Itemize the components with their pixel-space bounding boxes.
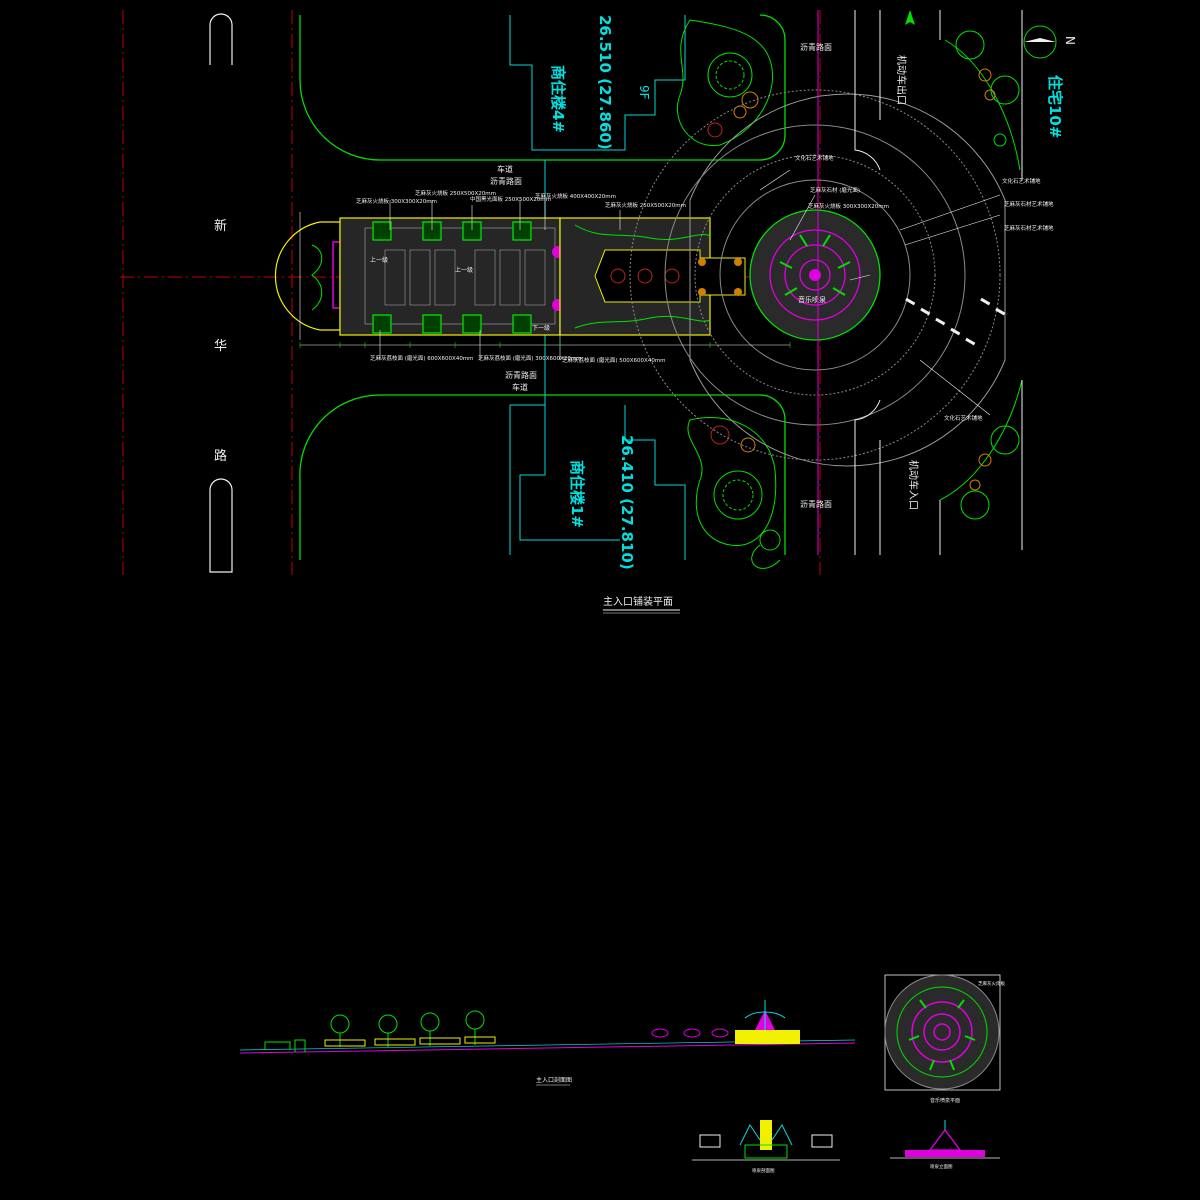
section-fountain — [735, 1000, 800, 1044]
lane-bottom-2: 车道 — [512, 382, 528, 392]
planter-boxes — [372, 221, 532, 334]
callout-top-4: 芝麻灰火烧板 400X400X20mm — [535, 192, 616, 200]
road-median-islands — [209, 13, 233, 573]
callouts-top-right: 文化石艺术铺地 芝麻灰石材 (磨光面) 芝麻灰火烧板 300X300X20mm — [795, 154, 889, 210]
exit-label: 机动车出口 — [895, 55, 908, 105]
entrance-section: 主入口剖面图 — [239, 1000, 856, 1086]
curb-lines — [299, 14, 786, 560]
building-top-floors: 9F — [637, 85, 651, 100]
callout-top-right-1: 文化石艺术铺地 — [795, 154, 834, 162]
main-entrance-plan: 新 华 路 26.510 (27.860) 商住楼4# 9F 26.410 (2… — [120, 10, 1077, 614]
building-top-labels: 26.510 (27.860) 商住楼4# 9F — [549, 15, 651, 150]
circular-plaza: 音乐喷泉 — [629, 10, 1006, 555]
entry-label: 机动车入口 — [907, 460, 920, 510]
callout-right-1: 文化石艺术铺地 — [1002, 177, 1041, 185]
callout-top-right-3: 芝麻灰火烧板 300X300X20mm — [808, 202, 889, 210]
lane-bottom-1: 沥青路面 — [505, 370, 537, 380]
fountain-detail-plan: 芝麻灰火烧板 音乐喷泉平面 — [884, 974, 1005, 1104]
right-landscape — [939, 10, 1023, 550]
building-top-name: 商住楼4# — [549, 65, 567, 133]
section-title: 主入口剖面图 — [536, 1076, 572, 1084]
step-label-3: 下一级 — [532, 324, 550, 332]
road-section-bottom: 沥青路面 — [800, 499, 832, 509]
callout-top-3: 中国黑光面板 250X500X20mm — [470, 195, 551, 203]
plan-title: 主入口铺装平面 — [603, 595, 673, 608]
road-label-char-3: 路 — [214, 448, 227, 464]
callout-top-1: 芝麻灰火烧板 300X300X20mm — [356, 197, 437, 205]
road-section-top: 沥青路面 — [800, 42, 832, 52]
fountain-label: 音乐喷泉 — [798, 295, 826, 304]
callout-top-2: 芝麻灰火烧板 250X500X20mm — [415, 189, 496, 197]
callout-bottom-3: 芝麻灰荔枝面 (磨光面) 500X600X40mm — [562, 356, 666, 364]
fountain-detail-section-b: 喷泉立面图 — [890, 1120, 1000, 1170]
direction-marker-icon — [905, 10, 915, 25]
callout-bottom-1: 芝麻灰荔枝面 (磨光面) 600X600X40mm — [370, 354, 474, 362]
callouts-bottom: 芝麻灰荔枝面 (磨光面) 600X600X40mm 芝麻灰荔枝面 (磨光面) 3… — [370, 354, 666, 364]
callout-bottom-2: 芝麻灰荔枝面 (磨光面) 300X600X20mm — [478, 354, 582, 362]
callout-top-5: 芝麻灰火烧板 250X500X20mm — [605, 201, 686, 209]
callout-right-2: 芝麻灰石材艺术铺地 — [1004, 200, 1054, 208]
fountain-detail-section-a: 喷泉剖面图 — [692, 1120, 840, 1174]
building-bottom-labels: 26.410 (27.810) 商住楼1# — [568, 435, 636, 570]
building-top-elevation: 26.510 (27.860) — [596, 15, 614, 150]
detail-section-a-title: 喷泉剖面图 — [752, 1167, 775, 1174]
road-label-char-2: 华 — [214, 339, 227, 354]
road-label-char-1: 新 — [214, 218, 227, 234]
residence-label: 住宅10# — [1046, 75, 1064, 138]
central-promenade — [559, 217, 746, 336]
building-bottom-name: 商住楼1# — [568, 460, 586, 528]
building-bottom-elevation: 26.410 (27.810) — [618, 435, 636, 570]
entrance-plaza: 上一级 上一级 下一级 — [274, 217, 564, 336]
north-arrow-icon: N — [1023, 25, 1077, 59]
callouts-top: 芝麻灰火烧板 300X300X20mm 芝麻灰火烧板 250X500X20mm … — [356, 189, 686, 209]
lane-top-2: 沥青路面 — [490, 176, 522, 186]
tree-symbols — [707, 52, 781, 551]
callout-right-4: 文化石艺术铺地 — [944, 414, 983, 422]
landscape-beds — [676, 19, 781, 569]
north-letter: N — [1063, 36, 1077, 45]
detail-plan-note: 芝麻灰火烧板 — [978, 980, 1005, 987]
lane-top-1: 车道 — [497, 164, 513, 174]
callout-leaders — [379, 169, 1001, 416]
step-label-1: 上一级 — [370, 256, 388, 264]
road-label: 新 华 路 — [214, 218, 227, 464]
step-label-2: 上一级 — [455, 266, 473, 274]
callout-top-right-2: 芝麻灰石材 (磨光面) — [810, 186, 860, 194]
callout-right-3: 芝麻灰石材艺术铺地 — [1004, 224, 1054, 232]
detail-plan-title: 音乐喷泉平面 — [930, 1097, 960, 1104]
detail-section-b-title: 喷泉立面图 — [930, 1163, 953, 1170]
callouts-right: 文化石艺术铺地 芝麻灰石材艺术铺地 芝麻灰石材艺术铺地 文化石艺术铺地 — [944, 177, 1054, 422]
dimension-line — [299, 212, 791, 348]
